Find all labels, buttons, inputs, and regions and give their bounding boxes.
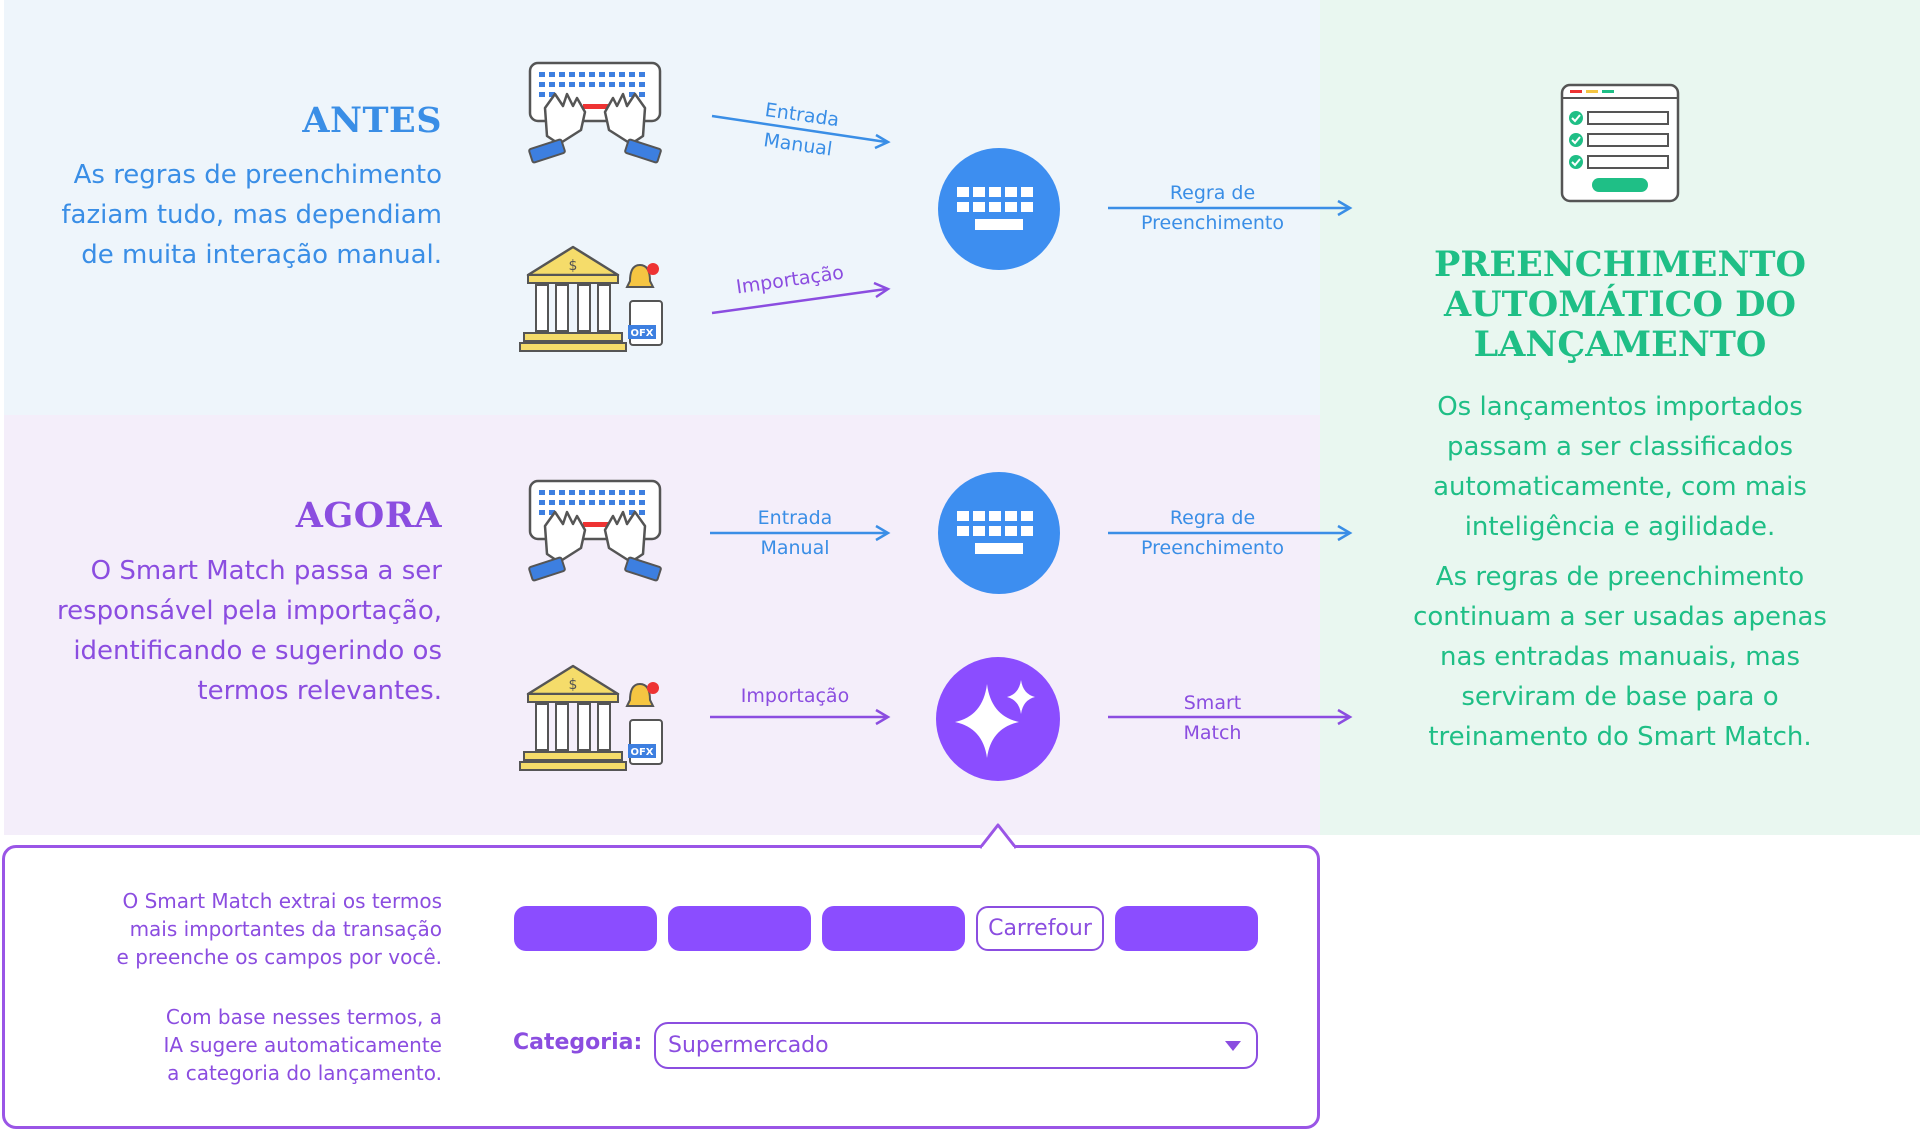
arrow-import-before — [711, 281, 891, 315]
svg-text:$: $ — [569, 677, 578, 693]
svg-text:$: $ — [569, 258, 578, 274]
label-smart-match-line2: Match — [1183, 722, 1242, 744]
form-checklist-icon — [1560, 83, 1680, 203]
label-rule-before-line2: Preenchimento — [1140, 212, 1285, 234]
label-manual-entry-now: Entrada Manual — [735, 503, 855, 563]
label-import-now: Importação — [740, 685, 850, 707]
panel-text-extraction-line2: mais importantes da transação — [129, 917, 442, 941]
now-section-background — [4, 415, 1320, 835]
label-smart-match: Smart Match — [1150, 688, 1275, 748]
result-heading-line2: AUTOMÁTICO DO — [1444, 284, 1796, 325]
panel-text-category-line3: a categoria do lançamento. — [167, 1061, 442, 1085]
label-rule-now: Regra de Preenchimento — [1120, 503, 1305, 563]
result-heading-line1: PREENCHIMENTO — [1434, 244, 1806, 285]
panel-text-category-line1: Com base nesses termos, a — [165, 1005, 442, 1029]
result-heading: PREENCHIMENTO AUTOMÁTICO DO LANÇAMENTO — [1390, 245, 1850, 365]
result-text-1: Os lançamentos importados passam a ser c… — [1433, 392, 1807, 542]
extracted-term-chip — [514, 906, 657, 951]
before-section-background — [4, 0, 1320, 415]
arrow-manual-entry-before — [711, 114, 891, 150]
panel-text-extraction: O Smart Match extrai os termos mais impo… — [22, 887, 442, 971]
extracted-term-highlight: Carrefour — [976, 906, 1104, 951]
label-smart-match-line1: Smart — [1183, 692, 1242, 714]
now-heading: AGORA — [295, 495, 442, 536]
panel-pointer — [978, 823, 1018, 850]
smart-match-detail-panel — [2, 845, 1320, 1129]
keyboard-hands-icon — [528, 61, 662, 164]
extracted-term-chip — [822, 906, 965, 951]
label-rule-now-line2: Preenchimento — [1140, 537, 1285, 559]
keyboard-hands-icon — [528, 479, 662, 582]
label-rule-now-line1: Regra de — [1169, 507, 1256, 529]
before-heading: ANTES — [302, 100, 442, 141]
bank-icon: $ OFX — [519, 664, 663, 771]
category-select[interactable]: Supermercado — [654, 1022, 1258, 1069]
label-rule-before-line1: Regra de — [1169, 182, 1256, 204]
keyboard-icon — [938, 148, 1060, 270]
extracted-term-chip — [668, 906, 811, 951]
arrow-import-now — [710, 708, 891, 726]
bank-icon: $ OFX — [519, 245, 663, 352]
before-description: As regras de preenchimento faziam tudo, … — [61, 160, 442, 270]
arrow-smart-match — [1108, 708, 1353, 726]
ofx-file-label: OFX — [630, 747, 653, 758]
now-description: O Smart Match passa a ser responsável pe… — [57, 556, 442, 706]
arrow-manual-entry-now — [710, 524, 891, 542]
keyboard-icon — [938, 472, 1060, 594]
ofx-file-label: OFX — [630, 328, 653, 339]
category-select-value: Supermercado — [668, 1033, 829, 1058]
panel-text-category: Com base nesses termos, a IA sugere auto… — [22, 1003, 443, 1087]
panel-text-extraction-line1: O Smart Match extrai os termos — [122, 889, 442, 913]
label-rule-before: Regra de Preenchimento — [1120, 178, 1305, 238]
label-manual-entry-now-line2: Manual — [760, 537, 830, 559]
panel-text-category-line2: IA sugere automaticamente — [163, 1033, 443, 1057]
result-heading-line3: LANÇAMENTO — [1473, 324, 1767, 365]
result-text-2: As regras de preenchimento continuam a s… — [1413, 562, 1827, 752]
extracted-term-chip — [1115, 906, 1258, 951]
sparkle-icon — [936, 657, 1060, 781]
panel-text-extraction-line3: e preenche os campos por você. — [116, 945, 442, 969]
category-label: Categoria: — [513, 1030, 643, 1055]
arrow-rule-before — [1108, 199, 1353, 217]
chevron-down-icon — [1225, 1041, 1241, 1051]
label-manual-entry-now-line1: Entrada — [757, 507, 833, 529]
arrow-rule-now — [1108, 524, 1353, 542]
